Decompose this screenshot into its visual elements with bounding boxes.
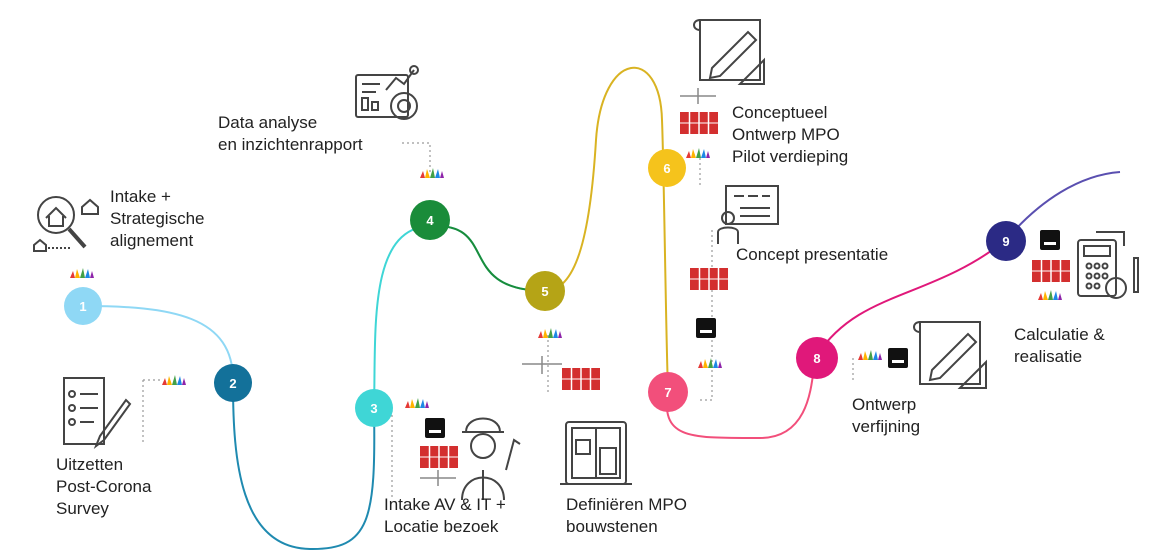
- step-node-6: 6: [648, 149, 686, 187]
- svg-text:2: 2: [229, 376, 236, 391]
- red-block-icon: [419, 445, 459, 469]
- step-label-1: Intake + Strategische alignement: [110, 187, 205, 250]
- survey-document-icon: [63, 377, 132, 449]
- step-label-6: Conceptueel Ontwerp MPO Pilot verdieping: [732, 103, 849, 166]
- step-label-7: Concept presentatie: [736, 245, 889, 264]
- house-search-icon: [33, 196, 99, 252]
- svg-text:4: 4: [426, 213, 434, 228]
- color-fan-icon: [162, 375, 186, 385]
- step-nodes: 1 2 3 4 5 6 7 8 9: [64, 149, 1026, 427]
- presentation-board-icon: [717, 185, 779, 244]
- step-node-7: 7: [648, 372, 688, 412]
- floorplan-cabinet-icon: [560, 421, 632, 485]
- step-node-2: 2: [214, 364, 252, 402]
- data-analysis-icon: [355, 65, 419, 120]
- svg-text:8: 8: [813, 351, 820, 366]
- step-node-3: 3: [355, 389, 393, 427]
- badges: [70, 88, 1071, 486]
- color-fan-icon: [538, 328, 562, 338]
- color-fan-icon: [858, 350, 882, 360]
- color-fan-icon: [698, 358, 722, 368]
- blueprint-pencil-icon: [693, 19, 765, 85]
- step-label-2: Uitzetten Post-Corona Survey: [56, 455, 152, 518]
- step-node-4: 4: [410, 200, 450, 240]
- red-block-icon: [561, 367, 601, 391]
- color-fan-icon: [405, 398, 429, 408]
- construction-worker-icon: [461, 417, 521, 501]
- svg-text:1: 1: [79, 299, 86, 314]
- step-node-8: 8: [796, 337, 838, 379]
- red-block-icon: [689, 267, 729, 291]
- svg-text:3: 3: [370, 401, 377, 416]
- black-box-icon: [425, 418, 445, 438]
- step-node-5: 5: [525, 271, 565, 311]
- red-block-icon: [679, 111, 719, 135]
- step-node-1: 1: [64, 287, 102, 325]
- step-label-8: Ontwerp verfijning: [852, 395, 921, 436]
- black-box-icon: [1040, 230, 1060, 250]
- blueprint-pencil-icon: [913, 321, 987, 389]
- color-fan-icon: [70, 268, 94, 278]
- color-fan-icon: [420, 168, 444, 178]
- color-fan-icon: [686, 148, 710, 158]
- step-label-9: Calculatie & realisatie: [1014, 325, 1105, 366]
- black-box-icon: [696, 318, 716, 338]
- red-block-icon: [1031, 259, 1071, 283]
- calculator-icon: [1077, 231, 1139, 299]
- svg-text:9: 9: [1002, 234, 1009, 249]
- svg-text:6: 6: [663, 161, 670, 176]
- step-label-4: Data analyse en inzichtenrapport: [218, 113, 363, 154]
- black-box-icon: [888, 348, 908, 368]
- svg-text:7: 7: [664, 385, 671, 400]
- color-fan-icon: [1038, 290, 1062, 300]
- svg-text:5: 5: [541, 284, 548, 299]
- step-label-5: Definiëren MPO bouwstenen: [566, 495, 687, 536]
- step-node-9: 9: [986, 221, 1026, 261]
- step-label-3: Intake AV & IT + Locatie bezoek: [384, 495, 506, 536]
